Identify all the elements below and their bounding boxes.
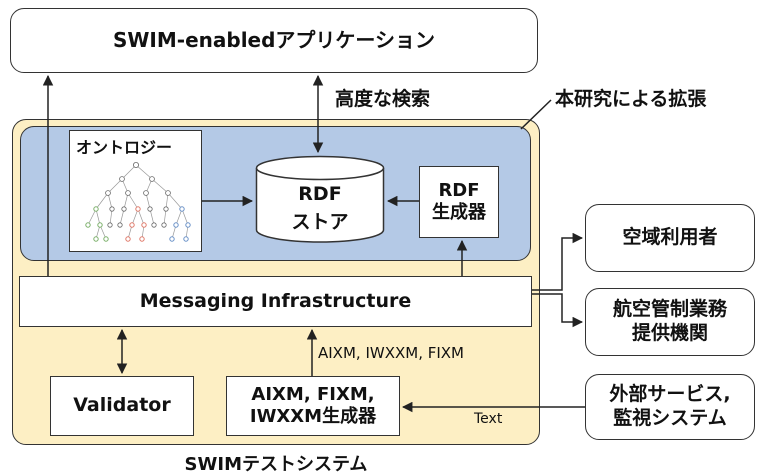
external-services-label-line2: 監視システム (613, 407, 727, 429)
ansp-box: 航空管制業務 提供機関 (585, 288, 755, 356)
external-services-label-line1: 外部サービス, (609, 383, 731, 406)
swim-enabled-application-box: SWIM-enabledアプリケーション (10, 8, 538, 73)
aixm-fixm-iwxxm-generator-box: AIXM, FIXM, IWXXM生成器 (226, 376, 400, 436)
rdf-store: RDF ストア (255, 155, 385, 243)
ansp-label-line1: 航空管制業務 (612, 298, 727, 321)
ontology-box: オントロジー (69, 130, 202, 252)
ontology-tree-icon (85, 161, 191, 242)
rdf-store-label-line1: RDF (298, 183, 342, 205)
text-label: Text (474, 411, 503, 427)
ontology-label: オントロジー (76, 138, 173, 157)
validator-label: Validator (73, 394, 171, 417)
swim-enabled-application-label: SWIM-enabledアプリケーション (112, 28, 436, 52)
formats-label: AIXM, IWXXM, FIXM (318, 344, 464, 362)
validator-box: Validator (50, 376, 194, 436)
airspace-users-box: 空域利用者 (585, 204, 755, 272)
rdf-store-cylinder-icon (255, 155, 385, 243)
generator-label-line1: AIXM, FIXM, (251, 383, 375, 405)
rdf-store-label-line2: ストア (291, 211, 349, 233)
extension-label: 本研究による拡張 (555, 88, 707, 110)
rdf-generator-label-line2: 生成器 (432, 202, 486, 223)
messaging-infrastructure-box: Messaging Infrastructure (19, 276, 532, 327)
messaging-infrastructure-label: Messaging Infrastructure (139, 289, 412, 312)
airspace-users-label: 空域利用者 (622, 226, 718, 249)
external-services-box: 外部サービス, 監視システム (585, 374, 755, 440)
generator-label-line2: IWXXM生成器 (249, 406, 377, 427)
advanced-search-label: 高度な検索 (335, 88, 431, 110)
swim-test-system-label: SWIMテストシステム (184, 454, 368, 475)
ansp-label-line2: 提供機関 (631, 322, 708, 344)
rdf-generator-box: RDF 生成器 (419, 166, 499, 238)
rdf-generator-label-line1: RDF (438, 179, 480, 201)
